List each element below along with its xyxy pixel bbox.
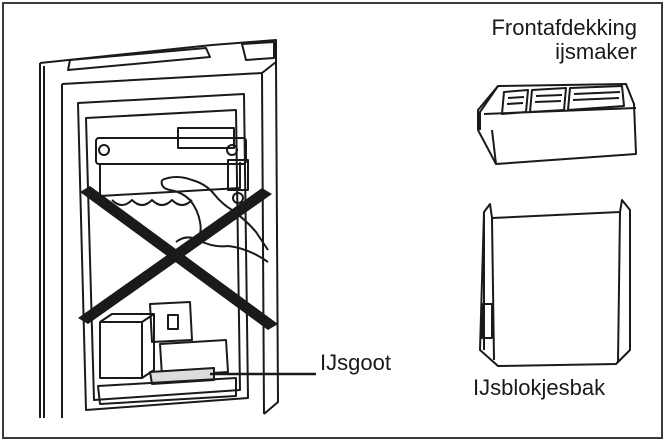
front-cover-label-line1: Frontafdekking <box>491 15 637 40</box>
fridge-door <box>39 39 279 418</box>
ice-bin-label: IJsblokjesbak <box>473 375 606 400</box>
ice-chute <box>97 367 237 405</box>
control-box <box>99 301 229 379</box>
ice-chute-label: IJsgoot <box>320 350 391 375</box>
prohibited-x <box>78 186 278 330</box>
front-cover-label: Frontafdekking ijsmaker <box>491 16 637 64</box>
ice-cube-bin <box>479 199 631 367</box>
illustration-frame <box>2 2 663 439</box>
hand <box>160 176 269 263</box>
ice-maker-unit <box>95 127 249 206</box>
front-cover-ice-maker <box>477 83 637 165</box>
front-cover-label-line2: ijsmaker <box>555 39 637 64</box>
